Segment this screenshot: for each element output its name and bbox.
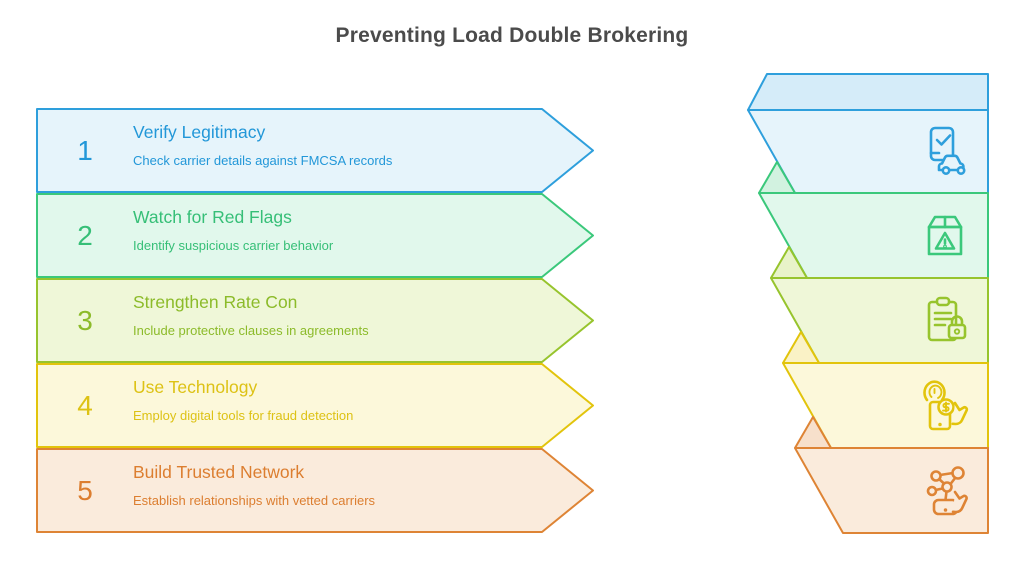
step-title: Watch for Red Flags (133, 207, 292, 227)
step-arrow-shape (36, 278, 594, 363)
step-item-4: 4 Use Technology Employ digital tools fo… (36, 363, 596, 448)
step-item-1: 1 Verify Legitimacy Check carrier detail… (36, 108, 596, 193)
step-description: Include protective clauses in agreements (133, 323, 369, 338)
step-text: Verify Legitimacy Check carrier details … (133, 122, 533, 168)
step-title: Build Trusted Network (133, 462, 305, 482)
step-text: Watch for Red Flags Identify suspicious … (133, 207, 533, 253)
step-title: Strengthen Rate Con (133, 292, 298, 312)
step-text: Use Technology Employ digital tools for … (133, 377, 533, 423)
ribbon-bands (747, 73, 989, 534)
step-arrow-shape (36, 193, 594, 278)
step-arrow-shape (36, 363, 594, 448)
ribbon-graphic (730, 60, 1000, 540)
step-number: 1 (77, 134, 93, 166)
step-arrow-shape (36, 108, 594, 193)
step-description: Check carrier details against FMCSA reco… (133, 153, 393, 168)
step-number: 2 (77, 219, 93, 251)
phone-verify-car-icon (915, 122, 975, 182)
step-item-3: 3 Strengthen Rate Con Include protective… (36, 278, 596, 363)
step-text: Strengthen Rate Con Include protective c… (133, 292, 533, 338)
package-warning-icon (915, 206, 975, 266)
clipboard-lock-icon (915, 291, 975, 351)
step-number: 3 (77, 304, 93, 336)
step-title: Verify Legitimacy (133, 122, 266, 142)
step-description: Employ digital tools for fraud detection (133, 408, 354, 423)
page-title: Preventing Load Double Brokering (335, 24, 689, 47)
network-hand-icon (915, 461, 975, 521)
step-text: Build Trusted Network Establish relation… (133, 462, 533, 508)
step-description: Establish relationships with vetted carr… (133, 493, 376, 508)
steps-list: 1 Verify Legitimacy Check carrier detail… (36, 108, 596, 533)
step-title: Use Technology (133, 377, 258, 397)
step-arrow-shape (36, 448, 594, 533)
step-item-2: 2 Watch for Red Flags Identify suspiciou… (36, 193, 596, 278)
fingerprint-payment-icon (915, 376, 975, 436)
step-item-5: 5 Build Trusted Network Establish relati… (36, 448, 596, 533)
step-number: 4 (77, 389, 93, 421)
step-number: 5 (77, 474, 93, 506)
step-description: Identify suspicious carrier behavior (133, 238, 334, 253)
